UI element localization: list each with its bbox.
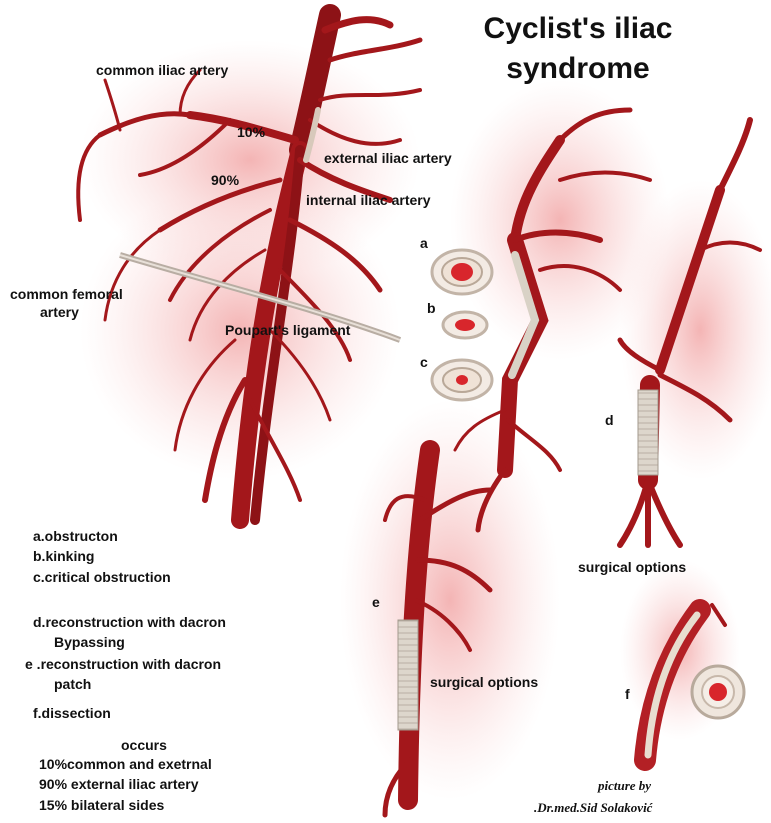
cross-section-b [443, 312, 487, 338]
surgical-options-2: surgical options [430, 674, 538, 690]
marker-e: e [372, 594, 380, 610]
label-poupart: Poupart's ligament [225, 322, 350, 338]
title-line-1: Cyclist's iliac [468, 12, 688, 46]
marker-d: d [605, 412, 614, 428]
cross-section-f [692, 666, 744, 718]
credit-line-2: .Dr.med.Sid Solaković [534, 800, 652, 816]
legend-c: c.critical obstruction [33, 569, 171, 585]
label-common-iliac: common iliac artery [96, 62, 228, 78]
title-line-2: syndrome [468, 52, 688, 86]
marker-b: b [427, 300, 436, 316]
legend-e-2: patch [54, 676, 91, 692]
occurs-line-1: 10%common and exetrnal [39, 756, 212, 772]
legend-d-1: d.reconstruction with dacron [33, 614, 226, 630]
legend-e-1: e .reconstruction with dacron [25, 656, 221, 672]
occurs-line-3: 15% bilateral sides [39, 797, 164, 813]
credit-line-1: picture by [598, 778, 651, 794]
label-internal-iliac: internal iliac artery [306, 192, 431, 208]
legend-a: a.obstructon [33, 528, 118, 544]
occurs-line-2: 90% external iliac artery [39, 776, 199, 792]
label-common-femoral-1: common femoral [10, 286, 123, 302]
legend-f: f.dissection [33, 705, 111, 721]
legend-b: b.kinking [33, 548, 94, 564]
marker-c: c [420, 354, 428, 370]
surgical-options-1: surgical options [578, 559, 686, 575]
legend-d-2: Bypassing [54, 634, 125, 650]
cross-section-a [432, 250, 492, 294]
label-10-percent: 10% [237, 124, 265, 140]
label-external-iliac: external iliac artery [324, 150, 452, 166]
label-common-femoral-2: artery [40, 304, 79, 320]
cross-section-c [432, 360, 492, 400]
marker-f: f [625, 686, 630, 702]
occurs-heading: occurs [121, 737, 167, 753]
label-90-percent: 90% [211, 172, 239, 188]
marker-a: a [420, 235, 428, 251]
